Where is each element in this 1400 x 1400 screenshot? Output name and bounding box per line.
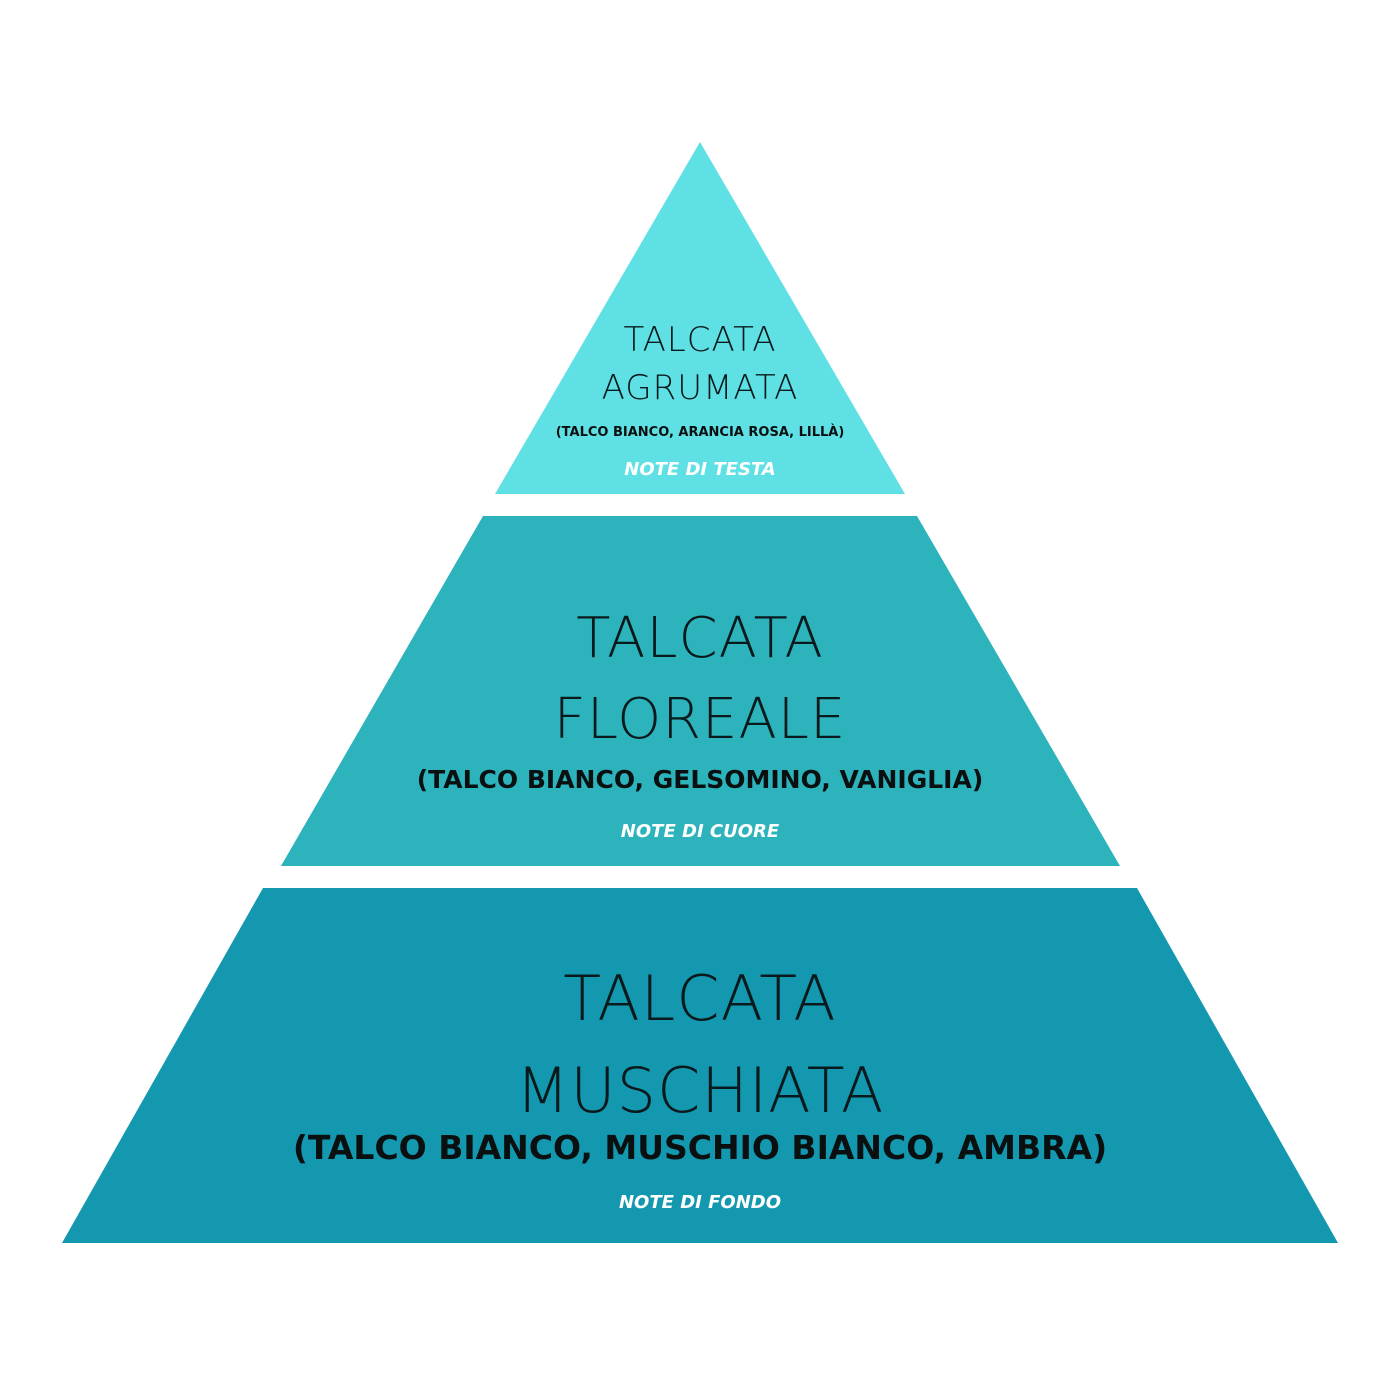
pyramid-middle-tier: [281, 516, 1120, 866]
middle-tier-name-line1: TALCATA: [576, 606, 824, 671]
pyramid-top-tier: [495, 142, 905, 494]
pyramid-bottom-tier: [62, 888, 1338, 1243]
bottom-tier-name-line1: TALCATA: [563, 962, 837, 1035]
middle-tier-name-line2: FLOREALE: [553, 687, 847, 752]
top-tier-ingredients: (TALCO BIANCO, ARANCIA ROSA, LILLÀ): [555, 425, 845, 440]
middle-tier-ingredients: (TALCO BIANCO, GELSOMINO, VANIGLIA): [416, 765, 984, 794]
top-tier-note-label: NOTE DI TESTA: [624, 459, 776, 480]
bottom-tier-name-line2: MUSCHIATA: [515, 1054, 885, 1127]
middle-tier-note-label: NOTE DI CUORE: [620, 821, 780, 842]
top-tier-name-line1: TALCATA: [623, 320, 777, 360]
bottom-tier-ingredients: (TALCO BIANCO, MUSCHIO BIANCO, AMBRA): [292, 1128, 1108, 1167]
bottom-tier-note-label: NOTE DI FONDO: [618, 1192, 782, 1213]
top-tier-name-line2: AGRUMATA: [601, 368, 799, 408]
